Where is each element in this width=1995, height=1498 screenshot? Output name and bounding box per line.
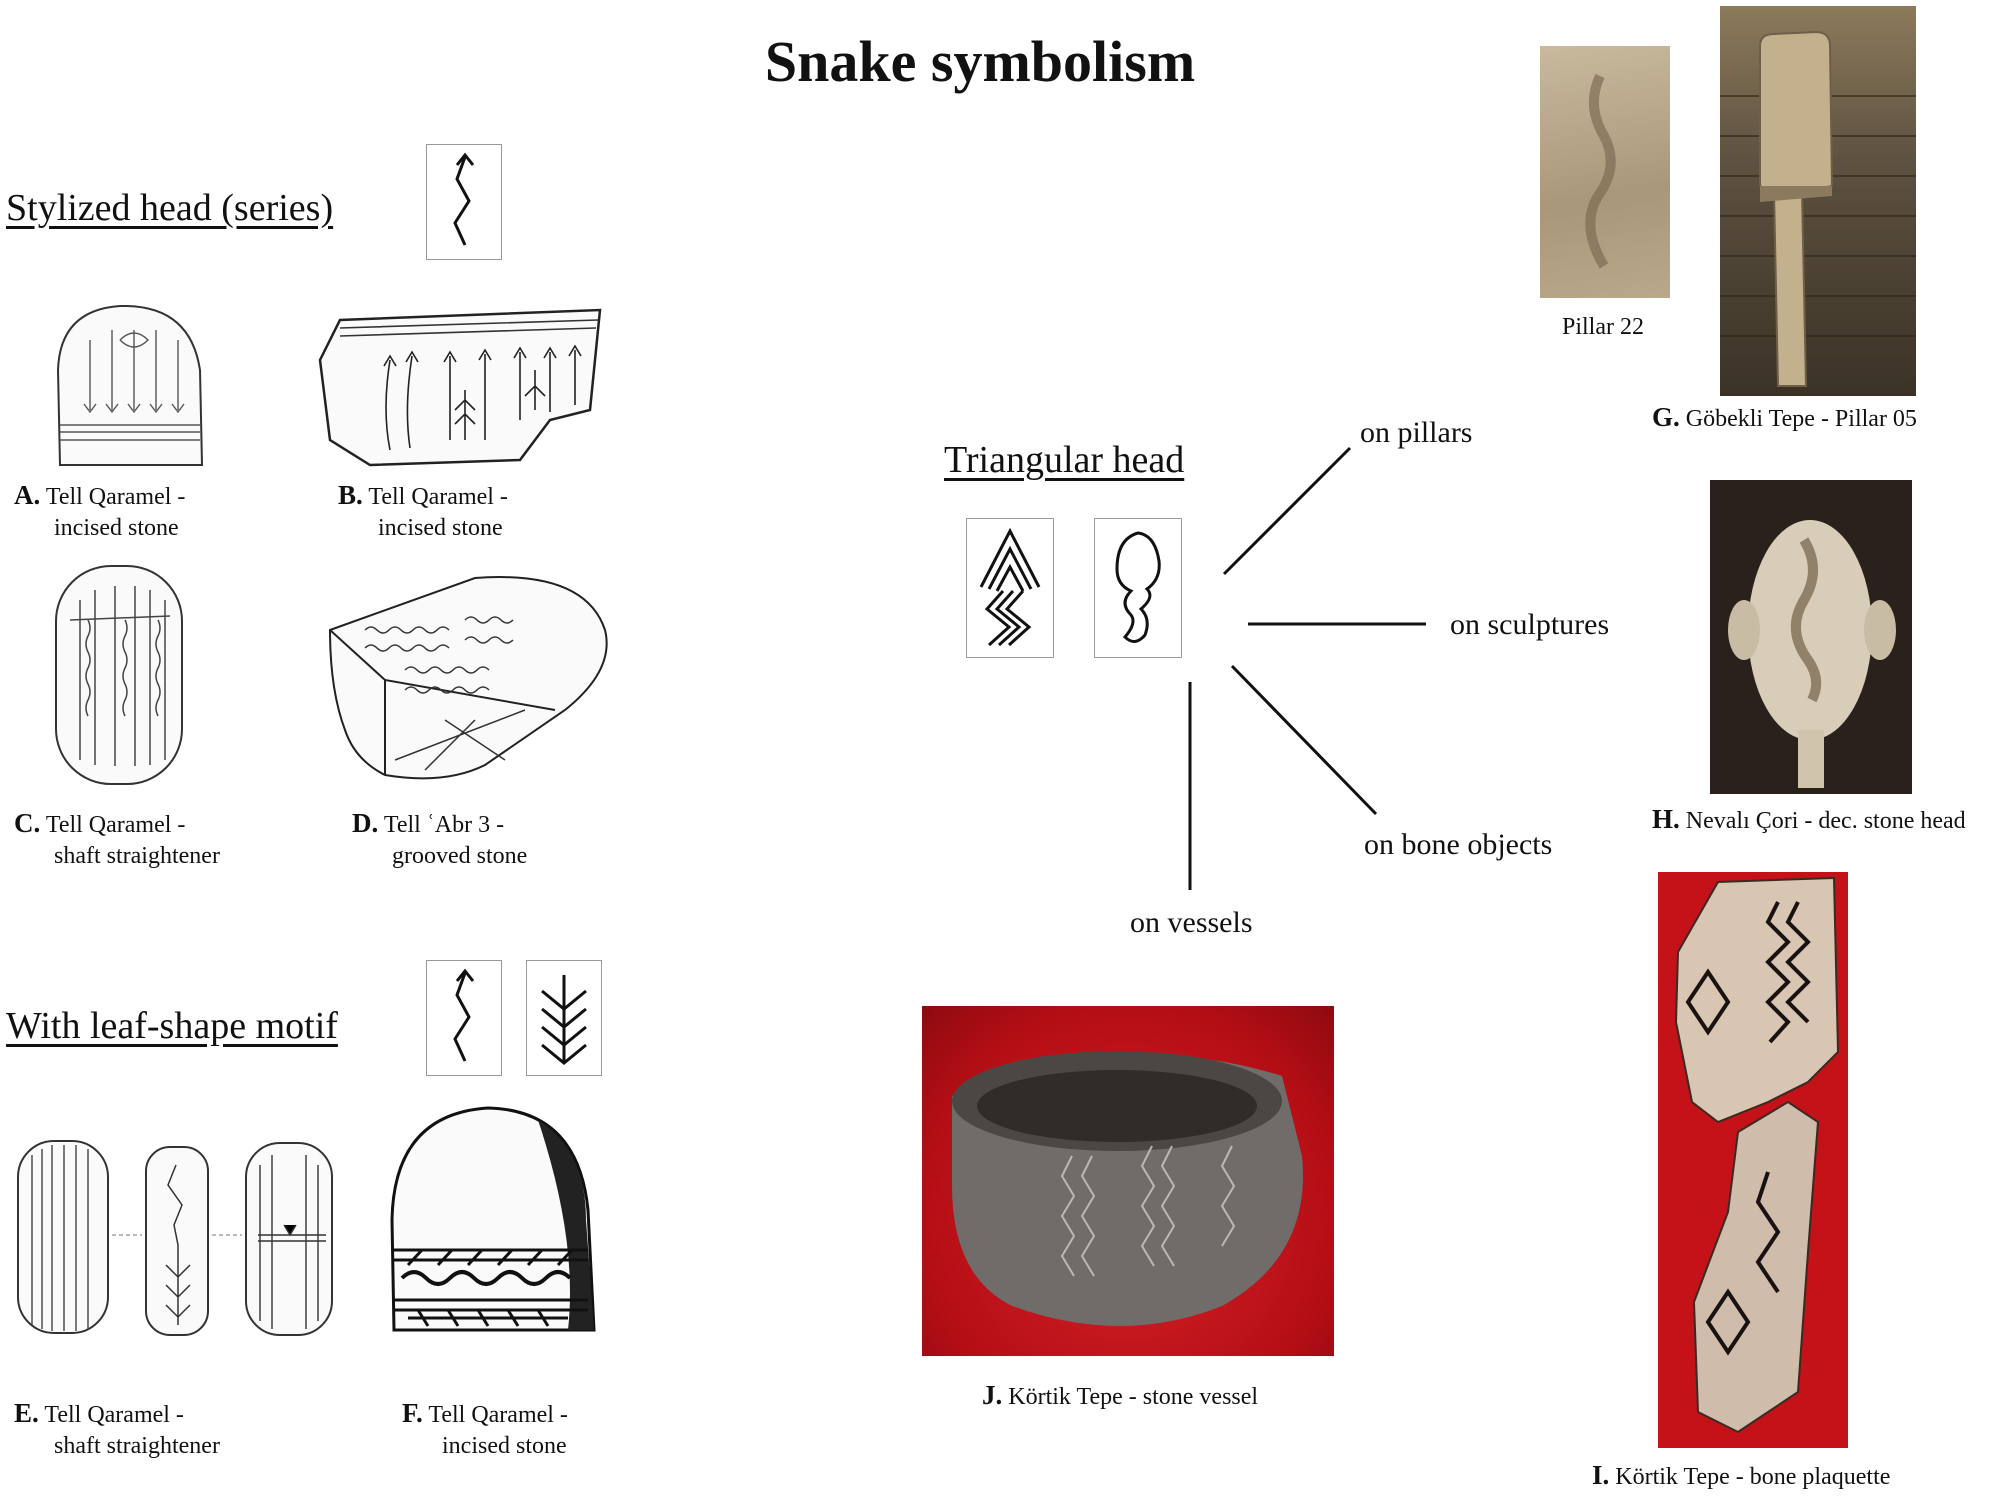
connector-pillars	[1222, 446, 1352, 576]
incised-stone-drawing-a	[56, 304, 204, 466]
caption-g: G. Göbekli Tepe - Pillar 05	[1652, 402, 1917, 432]
heading-leaf-motif: With leaf-shape motif	[6, 1005, 338, 1047]
stone-vessel-photo	[922, 1006, 1334, 1356]
bone-plaquette-photo	[1658, 872, 1848, 1448]
caption-pillar-22: Pillar 22	[1562, 314, 1644, 340]
triangular-head-symbol	[1094, 518, 1182, 658]
caption-e: E. Tell Qaramel - shaft straightener	[14, 1398, 220, 1459]
heading-triangular-head: Triangular head	[944, 439, 1185, 481]
pillar-05-photo	[1720, 6, 1916, 396]
connector-lines	[1188, 446, 1426, 890]
caption-b: B. Tell Qaramel - incised stone	[338, 480, 508, 541]
caption-f: F. Tell Qaramel - incised stone	[402, 1398, 568, 1459]
caption-i: I. Körtik Tepe - bone plaquette	[1592, 1460, 1891, 1490]
shaft-straightener-drawing-e	[17, 1140, 333, 1336]
branch-on-vessels: on vessels	[1130, 906, 1253, 939]
caption-h: H. Nevalı Çori - dec. stone head	[1652, 804, 1966, 834]
connector-bone	[1230, 664, 1378, 816]
caption-c: C. Tell Qaramel - shaft straightener	[14, 808, 220, 869]
grooved-stone-drawing-d	[328, 576, 608, 780]
branch-on-pillars: on pillars	[1360, 416, 1473, 449]
heading-stylized-head: Stylized head (series)	[6, 187, 334, 229]
caption-a: A. Tell Qaramel - incised stone	[14, 480, 186, 541]
caption-d: D. Tell ʿAbr 3 - grooved stone	[352, 808, 528, 869]
caption-j: J. Körtik Tepe - stone vessel	[982, 1380, 1259, 1410]
pillar-22-photo	[1540, 46, 1670, 298]
serpentine-arrow-symbol-2	[426, 960, 502, 1076]
incised-stone-drawing-f	[390, 1106, 596, 1332]
branch-on-sculptures: on sculptures	[1450, 608, 1610, 641]
stone-head-photo	[1710, 480, 1912, 794]
page-title: Snake symbolism	[764, 29, 1196, 94]
incised-stone-drawing-b	[318, 308, 602, 467]
branch-on-bone-objects: on bone objects	[1364, 828, 1553, 861]
shaft-straightener-drawing-c	[55, 565, 183, 785]
chevron-arrow-symbol	[966, 518, 1054, 658]
serpentine-arrow-symbol	[426, 144, 502, 260]
leaf-motif-symbol	[526, 960, 602, 1076]
